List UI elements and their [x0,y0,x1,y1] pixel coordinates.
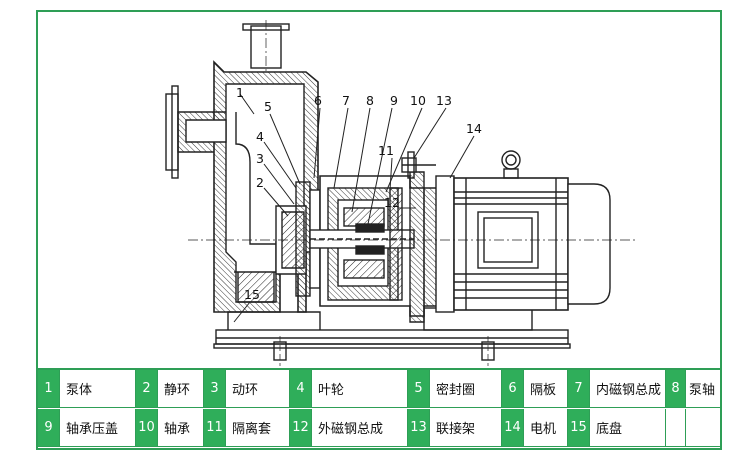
legend-name-6: 隔板 [524,370,568,408]
callout-7: 7 [342,93,350,108]
pump-drawing-svg [165,20,638,366]
legend-num-1: 1 [38,370,60,408]
legend-name-12: 外磁钢总成 [312,409,408,447]
parts-legend-table: 1 泵体 2 静环 3 动环 4 叶轮 5 密封圈 6 隔板 7 内磁钢总成 8… [38,368,720,450]
legend-num-11: 11 [204,409,226,447]
callout-6: 6 [314,93,322,108]
base-plate [213,307,571,361]
legend-num-3: 3 [204,370,226,408]
legend-name-9: 轴承压盖 [60,409,136,447]
coupling-housing [309,175,425,317]
callout-3: 3 [256,151,264,166]
callout-1: 1 [236,85,244,100]
legend-name-14: 电机 [524,409,568,447]
callout-10: 10 [410,93,426,108]
legend-name-5: 密封圈 [430,370,502,408]
legend-empty-num [666,409,686,447]
legend-num-5: 5 [408,370,430,408]
legend-num-8: 8 [666,370,686,408]
leader-lines [233,93,475,323]
legend-empty-name [686,409,720,447]
callout-2: 2 [256,175,264,190]
legend-num-14: 14 [502,409,524,447]
callout-15: 15 [244,287,260,302]
legend-name-15: 底盘 [590,409,666,447]
callout-11: 11 [378,143,394,158]
legend-num-10: 10 [136,409,158,447]
diagram-frame: 1 5 4 3 2 6 7 8 9 10 13 11 12 14 15 1 泵体… [36,10,722,450]
callout-12: 12 [384,195,400,210]
callout-9: 9 [390,93,398,108]
legend-name-8: 泵轴 [686,370,720,408]
legend-name-1: 泵体 [60,370,136,408]
callout-4: 4 [256,129,264,144]
callout-8: 8 [366,93,374,108]
legend-name-2: 静环 [158,370,204,408]
legend-name-4: 叶轮 [312,370,408,408]
legend-num-9: 9 [38,409,60,447]
legend-num-12: 12 [290,409,312,447]
legend-name-11: 隔离套 [226,409,290,447]
legend-name-13: 联接架 [430,409,502,447]
legend-num-6: 6 [502,370,524,408]
motor [435,150,611,313]
legend-num-2: 2 [136,370,158,408]
callout-14: 14 [466,121,482,136]
legend-num-15: 15 [568,409,590,447]
legend-name-3: 动环 [226,370,290,408]
callout-5: 5 [264,99,272,114]
legend-num-4: 4 [290,370,312,408]
legend-name-7: 内磁钢总成 [590,370,666,408]
legend-name-10: 轴承 [158,409,204,447]
legend-num-7: 7 [568,370,590,408]
pump-cross-section-drawing: 1 5 4 3 2 6 7 8 9 10 13 11 12 14 15 [38,12,720,368]
callout-13: 13 [436,93,452,108]
legend-num-13: 13 [408,409,430,447]
